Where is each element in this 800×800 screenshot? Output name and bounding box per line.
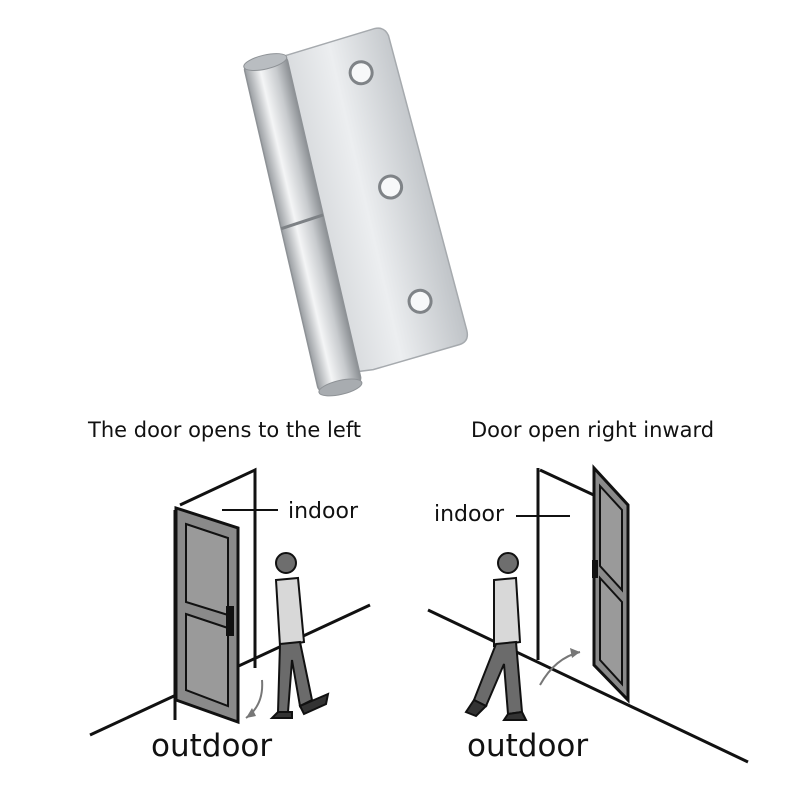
left-opening-caption: The door opens to the left (88, 418, 361, 442)
outdoor-label-right: outdoor (467, 728, 589, 764)
screw-holes (348, 60, 433, 314)
person-right (464, 552, 528, 721)
right-opening-caption: Door open right inward (471, 418, 715, 442)
outdoor-label-left: outdoor (151, 728, 273, 764)
hinge-image (243, 27, 469, 397)
hinge-leaf (260, 27, 469, 373)
indoor-label-left: indoor (288, 499, 358, 524)
indoor-label-right: indoor (434, 502, 504, 527)
person-left (269, 552, 330, 719)
